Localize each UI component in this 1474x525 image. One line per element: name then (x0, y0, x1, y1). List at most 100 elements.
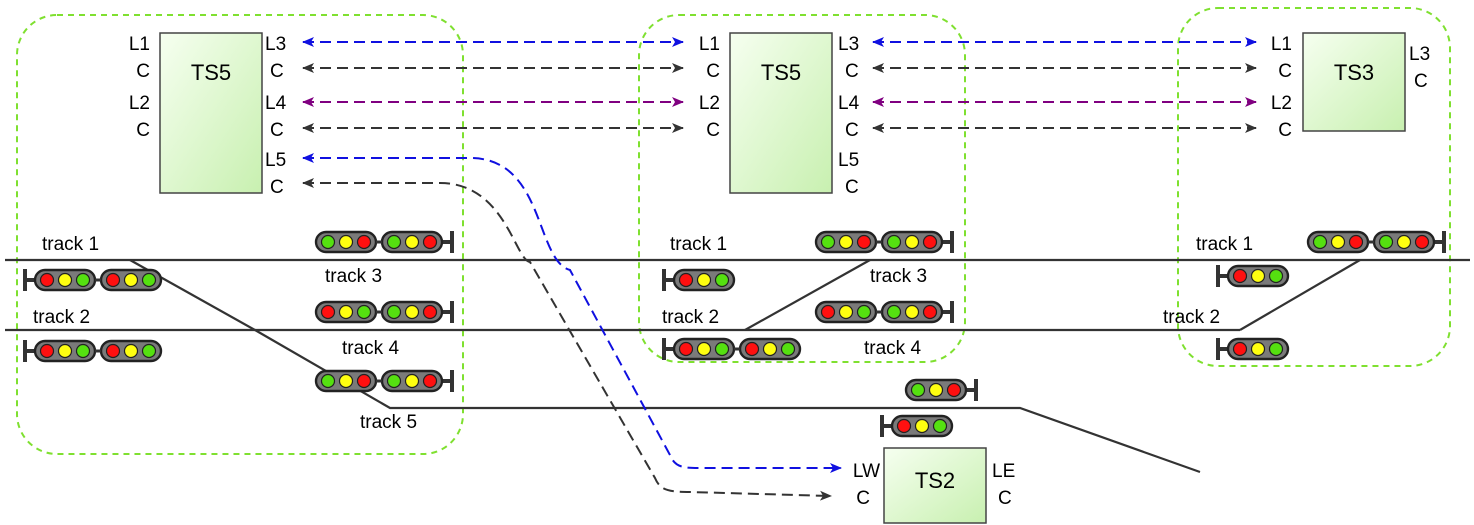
ts3-title: TS3 (1334, 60, 1374, 85)
signal-b1-lamp-2-3 (922, 234, 938, 250)
ts3-port-c3: C (1414, 71, 1428, 92)
ts2-port-le: LE (992, 461, 1015, 482)
signal-c1-lamp-1-2 (1330, 234, 1346, 250)
signal-b3-lamp-1-1 (820, 304, 836, 320)
signal-b2 (662, 268, 736, 292)
ts5a-port-l5: L5 (265, 150, 286, 171)
signal-a4-lamp-1-2 (57, 343, 73, 359)
ts5a-port-c1: C (136, 61, 150, 82)
ts3-port-l1: L1 (1271, 34, 1292, 55)
ts5-left-title: TS5 (191, 60, 231, 85)
ts5a-port-l3: L3 (265, 34, 286, 55)
signal-a5-lamp-2-1 (386, 373, 402, 389)
track-label-2-left: track 2 (33, 307, 90, 328)
signal-c2 (1216, 264, 1290, 288)
ts5a-port-c3: C (270, 61, 284, 82)
ts2-title: TS2 (915, 468, 955, 493)
signal-a5-lamp-1-2 (338, 373, 354, 389)
signal-c1-lamp-2-3 (1414, 234, 1430, 250)
ts2-port-c2: C (998, 488, 1012, 509)
signals (23, 230, 1446, 438)
signal-c3-lamp-1-2 (1250, 341, 1266, 357)
signal-b1 (814, 230, 954, 254)
ts5b-port-l1: L1 (699, 34, 720, 55)
signal-a2 (23, 268, 163, 292)
connection-links (302, 37, 1257, 501)
signal-a5 (314, 369, 454, 393)
ts5-middle-title: TS5 (761, 60, 801, 85)
ts3-port-l3: L3 (1409, 44, 1430, 65)
signal-b1-lamp-1-2 (838, 234, 854, 250)
signal-a1-lamp-1-2 (338, 234, 354, 250)
signal-b3-lamp-2-2 (904, 304, 920, 320)
signal-c3 (1216, 337, 1290, 361)
signal-a2-lamp-1-1 (39, 272, 55, 288)
signal-a2-lamp-2-2 (123, 272, 139, 288)
signal-a2-lamp-2-1 (105, 272, 121, 288)
track-label-1-middle: track 1 (670, 234, 727, 255)
signal-a1-lamp-2-1 (386, 234, 402, 250)
ts5b-port-c3: C (845, 61, 859, 82)
track-label-2-middle: track 2 (662, 307, 719, 328)
ts5a-port-l4: L4 (265, 93, 287, 114)
ts5b-port-c1: C (706, 61, 720, 82)
ts5a-port-c5: C (270, 177, 284, 198)
ts3-port-c1: C (1278, 61, 1292, 82)
ts2-box (883, 447, 987, 524)
signal-c2-lamp-1-3 (1268, 268, 1284, 284)
track-label-3-left: track 3 (325, 266, 382, 287)
ts2-port-c1: C (856, 488, 870, 509)
track-label-3-middle: track 3 (870, 266, 927, 287)
signal-a1 (314, 230, 454, 254)
signal-a5-lamp-2-2 (404, 373, 420, 389)
ts3-port-c2: C (1278, 120, 1292, 141)
ts5b-port-l4: L4 (838, 93, 860, 114)
signal-d1-lamp-1-3 (946, 382, 962, 398)
ts5b-port-l3: L3 (838, 34, 859, 55)
signal-c1-lamp-1-1 (1312, 234, 1328, 250)
signal-d1-lamp-1-2 (928, 382, 944, 398)
track-label-4-middle: track 4 (864, 338, 921, 359)
signal-a3 (314, 300, 454, 324)
signal-d1-lamp-1-1 (910, 382, 926, 398)
signal-b1-lamp-1-1 (820, 234, 836, 250)
signal-b4 (662, 337, 802, 361)
track-label-1-right: track 1 (1196, 234, 1253, 255)
signal-a5-lamp-1-3 (356, 373, 372, 389)
signal-a5-lamp-1-1 (320, 373, 336, 389)
signal-c1 (1306, 230, 1446, 254)
signal-b3-lamp-1-2 (838, 304, 854, 320)
signal-c1-lamp-2-1 (1378, 234, 1394, 250)
signal-a5-lamp-2-3 (422, 373, 438, 389)
signal-a3-lamp-2-3 (422, 304, 438, 320)
track-lines (5, 258, 1470, 474)
signal-a3-lamp-1-2 (338, 304, 354, 320)
link-black-10 (302, 178, 832, 501)
signal-b1-lamp-2-2 (904, 234, 920, 250)
signal-a1-lamp-1-1 (320, 234, 336, 250)
signal-b4-lamp-2-3 (780, 341, 796, 357)
track-label-4-left: track 4 (342, 338, 399, 359)
ts5b-port-c4: C (845, 120, 859, 141)
signal-a4-lamp-2-3 (141, 343, 157, 359)
signal-a2-lamp-1-2 (57, 272, 73, 288)
signal-b4-lamp-1-2 (696, 341, 712, 357)
signal-b3-lamp-1-3 (856, 304, 872, 320)
signal-a4 (23, 339, 163, 363)
ts5-middle-box (729, 32, 833, 194)
track-label-1-left: track 1 (42, 234, 99, 255)
signal-a2-lamp-2-3 (141, 272, 157, 288)
ts5b-port-l5: L5 (838, 150, 859, 171)
signal-b4-lamp-1-1 (678, 341, 694, 357)
ts3-box (1302, 32, 1406, 132)
signal-a3-lamp-2-2 (404, 304, 420, 320)
crossover-right (1239, 259, 1361, 331)
signal-b1-lamp-2-1 (886, 234, 902, 250)
signal-a2-lamp-1-3 (75, 272, 91, 288)
signal-d1 (904, 378, 978, 402)
signal-b1-lamp-1-3 (856, 234, 872, 250)
signal-d2-lamp-1-2 (914, 418, 930, 434)
signal-b4-lamp-2-1 (744, 341, 760, 357)
signal-a4-lamp-1-1 (39, 343, 55, 359)
